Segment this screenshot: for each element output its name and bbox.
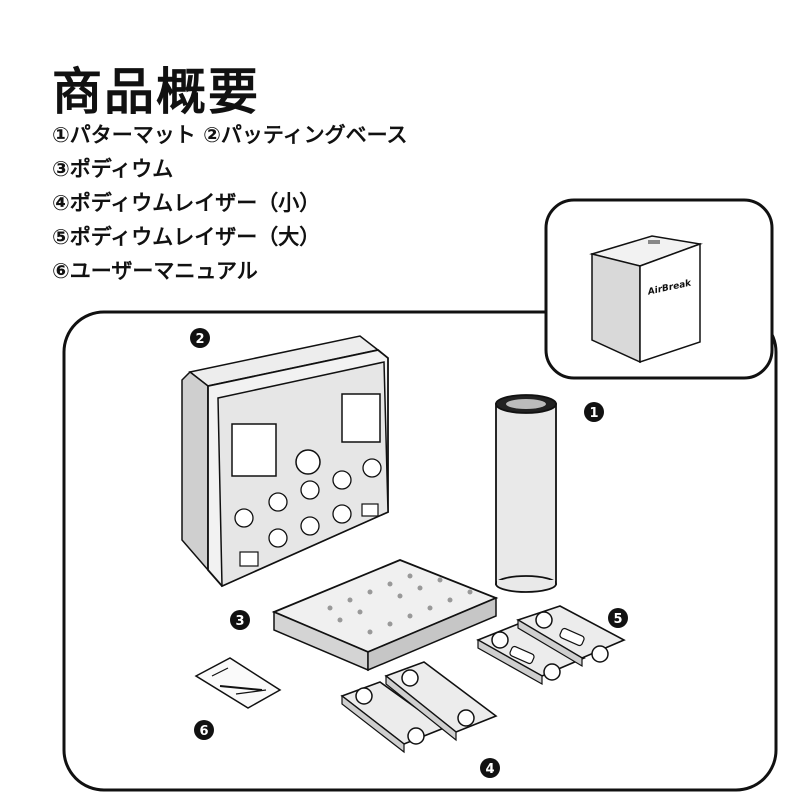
- contents-list: ①パターマット ②パッティングベース ③ポディウム ④ポディウムレイザー（小） …: [52, 118, 408, 288]
- callout-number-4: 4: [485, 762, 494, 777]
- user-manual: [194, 657, 282, 709]
- putting-base: [181, 335, 389, 588]
- contents-item-3: ③ポディウム: [52, 157, 174, 181]
- callout-badge-6: 6: [194, 720, 214, 740]
- putter-mat-roll: [495, 394, 557, 593]
- contents-item-1-2: ①パターマット ②パッティングベース: [52, 123, 408, 147]
- callout-number-1: 1: [589, 406, 598, 421]
- page-title: 商品概要: [52, 63, 260, 121]
- podium-raiser-small: [340, 661, 498, 754]
- podium-raiser-large: [476, 605, 626, 686]
- callout-badge-3: 3: [230, 610, 250, 630]
- callout-number-6: 6: [199, 724, 208, 739]
- callout-number-2: 2: [195, 332, 204, 347]
- callout-badge-1: 1: [584, 402, 604, 422]
- podium: [271, 559, 499, 672]
- contents-item-4: ④ポディウムレイザー（小）: [52, 191, 321, 215]
- callout-number-3: 3: [235, 614, 244, 629]
- callout-number-5: 5: [613, 612, 622, 627]
- callout-badge-5: 5: [608, 608, 628, 628]
- package-box-inset: AirBreak: [544, 198, 774, 380]
- contents-item-5: ⑤ポディウムレイザー（大）: [52, 225, 321, 249]
- diagram-frame: [62, 310, 778, 792]
- contents-item-6: ⑥ユーザーマニュアル: [52, 259, 258, 283]
- callout-badge-2: 2: [190, 328, 210, 348]
- callout-badge-4: 4: [480, 758, 500, 778]
